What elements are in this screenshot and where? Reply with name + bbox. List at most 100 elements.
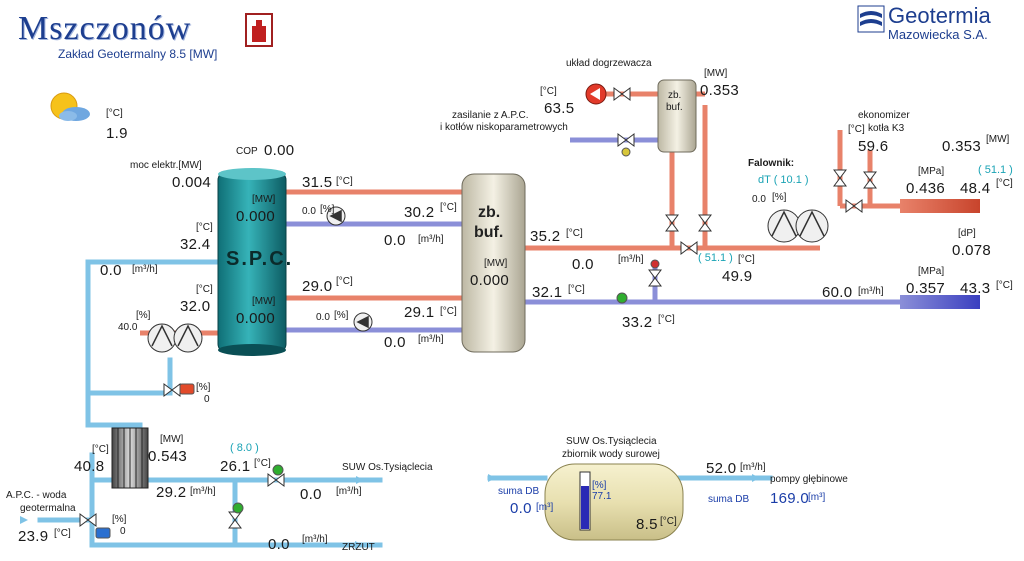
- crest-icon: [245, 13, 273, 47]
- reheater-power-unit: [MW]: [704, 68, 728, 79]
- left-valve-value: 0: [204, 394, 210, 405]
- supply-temp-unit: [°C]: [996, 178, 1013, 189]
- spc-upper-unit: [MW]: [252, 194, 276, 205]
- supply-pressure-unit: [MPa]: [918, 166, 945, 177]
- economizer-label-1: ekonomizer: [858, 110, 910, 121]
- buffer-label-1: zb.: [478, 204, 501, 221]
- brand-subname: Mazowiecka S.A.: [888, 27, 988, 42]
- hx-out-unit: [°C]: [254, 458, 271, 469]
- geo-valve-unit: [%]: [112, 514, 127, 525]
- spc-tank: [217, 168, 287, 356]
- reheater-supply-1: zasilanie z A.P.C.: [452, 110, 529, 121]
- page-subtitle: Zakład Geotermalny 8.5 [MW]: [58, 47, 218, 61]
- outdoor-temp-unit: [°C]: [106, 108, 123, 119]
- tank-out-flow-unit: [m³/h]: [740, 462, 766, 473]
- hot-pipes: [140, 91, 900, 336]
- hx-temp: 40.8: [74, 458, 105, 475]
- econ-temp-unit: [°C]: [848, 124, 865, 135]
- tank-title-2: zbiornik wody surowej: [562, 449, 660, 460]
- hx-setpoint: ( 8.0 ): [230, 442, 259, 454]
- elec-power-value: 0.004: [172, 174, 212, 191]
- tank-out-flow: 52.0: [706, 460, 737, 477]
- dp-value: 0.078: [952, 242, 992, 259]
- return-temp-out-unit: [°C]: [996, 280, 1013, 291]
- buffer-ret-temp: 32.1: [532, 284, 563, 301]
- hx-flow-unit: [m³/h]: [190, 486, 216, 497]
- upper-ret-temp: 30.2: [404, 204, 435, 221]
- hx-out-temp: 26.1: [220, 458, 251, 475]
- spc-left-lower-unit: [°C]: [196, 284, 213, 295]
- geo-valve-value: 0: [120, 526, 126, 537]
- reheater-temp-unit: [°C]: [540, 86, 557, 97]
- return-temp-unit: [°C]: [658, 314, 675, 325]
- return-temp: 33.2: [622, 314, 653, 331]
- reheater-buf-2: buf.: [666, 102, 683, 113]
- deep-pumps-label: pompy głębinowe: [770, 474, 848, 485]
- return-temp-out: 43.3: [960, 280, 991, 297]
- tank-in-unit: [m³]: [536, 502, 554, 513]
- upper-out-temp: 31.5: [302, 174, 333, 191]
- zrzut-flow-unit: [m³/h]: [302, 534, 328, 545]
- spc-lower-unit: [MW]: [252, 296, 276, 307]
- weather-icon: [50, 92, 90, 121]
- econ-temp: 59.6: [858, 138, 889, 155]
- buffer-value: 0.000: [470, 272, 510, 289]
- valve-indicators: [95, 147, 660, 539]
- reheater-buffer: [657, 79, 697, 153]
- zrzut-flow: 0.0: [268, 536, 290, 553]
- spc-left-flow-unit: [m³/h]: [132, 264, 158, 275]
- mix-setpoint: ( 51.1 ): [698, 252, 733, 264]
- pump-left-a-icon: [147, 323, 177, 353]
- supply-setpoint: ( 51.1 ): [978, 164, 1013, 176]
- tank-level-bar: [581, 486, 589, 529]
- mix-flow: 0.0: [572, 256, 594, 273]
- mix-temp-unit: [°C]: [738, 254, 755, 265]
- tank-temp: 8.5: [636, 516, 658, 533]
- spc-lower-value: 0.000: [236, 310, 276, 327]
- dp-unit: [dP]: [958, 228, 976, 239]
- reheater-power: 0.353: [700, 82, 740, 99]
- left-pump-speed-unit: [%]: [136, 310, 151, 321]
- valves: [79, 87, 877, 529]
- tank-level-unit: [%]: [592, 480, 607, 491]
- supply-power: 0.353: [942, 138, 982, 155]
- upper-ret-unit: [°C]: [440, 202, 457, 213]
- brand-logo-icon: [857, 5, 885, 33]
- mix-temp: 49.9: [722, 268, 753, 285]
- cold-pipes: [285, 137, 900, 333]
- geo-water-temp-unit: [°C]: [54, 528, 71, 539]
- return-pressure: 0.357: [906, 280, 946, 297]
- tank-title-1: SUW Os.Tysiąclecia: [566, 436, 657, 447]
- outdoor-temp-value: 1.9: [106, 125, 128, 142]
- zrzut-label: ZRZUT: [342, 542, 375, 553]
- tank-sum-unit: [m³]: [808, 492, 826, 503]
- heat-exchanger: [111, 427, 149, 489]
- reheater-temp: 63.5: [544, 100, 575, 117]
- lower-flow: 0.0: [384, 334, 406, 351]
- return-flow: 60.0: [822, 284, 853, 301]
- mix-flow-unit: [m³/h]: [618, 254, 644, 265]
- supply-temp: 48.4: [960, 180, 991, 197]
- district-pump-pct: 0.0: [752, 194, 766, 205]
- left-pump-speed: 40.0: [118, 322, 138, 333]
- buffer-ret-unit: [°C]: [568, 284, 585, 295]
- hx-power-unit: [MW]: [160, 434, 184, 445]
- buffer-out-temp: 35.2: [530, 228, 561, 245]
- supply-power-unit: [MW]: [986, 134, 1010, 145]
- spc-left-lower-temp: 32.0: [180, 298, 211, 315]
- return-pressure-unit: [MPa]: [918, 266, 945, 277]
- lower-out-temp: 29.0: [302, 278, 333, 295]
- spc-left-flow: 0.0: [100, 262, 122, 279]
- geo-water-label-2: geotermalna: [20, 503, 76, 514]
- tank-sum-label: suma DB: [708, 494, 750, 505]
- lower-pump-unit: [%]: [334, 310, 349, 321]
- cop-value: 0.00: [264, 142, 295, 159]
- suw-out-flow-unit: [m³/h]: [336, 486, 362, 497]
- upper-flow-unit: [m³/h]: [418, 234, 444, 245]
- buffer-tank: [461, 173, 526, 353]
- tank-in-value: 0.0: [510, 500, 532, 517]
- pumps: [147, 206, 829, 353]
- tank-level-value: 77.1: [592, 491, 612, 502]
- left-valve-unit: [%]: [196, 382, 211, 393]
